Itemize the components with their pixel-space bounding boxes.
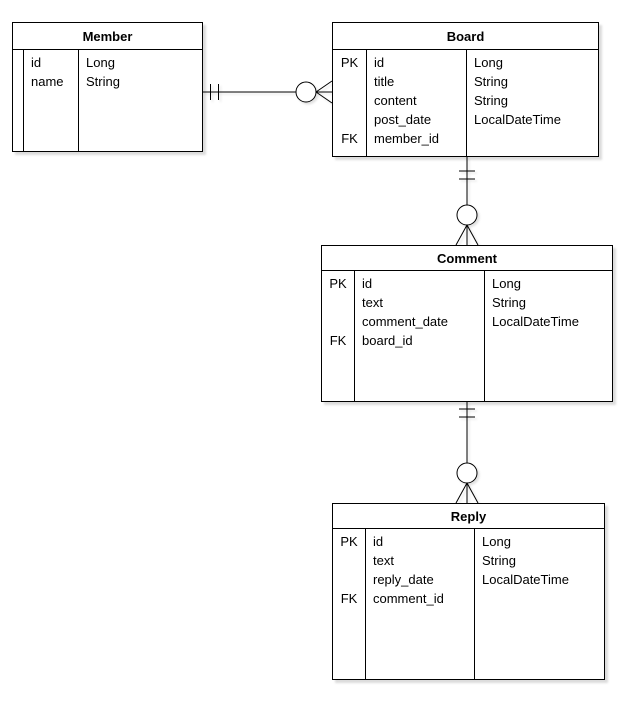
entity-board-title: Board [333, 23, 598, 50]
zero-circle-icon [295, 81, 317, 103]
entity-reply-body: PK FK id text reply_date comment_id Long… [333, 529, 604, 679]
type-column: Long String LocalDateTime [482, 534, 569, 587]
field-column: id name [24, 50, 79, 151]
key-column [13, 50, 24, 151]
field-column: id text reply_date comment_id [366, 529, 475, 679]
entity-member[interactable]: Member id name Long String [12, 22, 203, 152]
zero-circle-icon [456, 204, 478, 226]
entity-board[interactable]: Board PK FK id title content post_date m… [332, 22, 599, 157]
entity-comment-body: PK FK id text comment_date board_id Long… [322, 271, 612, 401]
edge-member-board[interactable] [203, 80, 333, 104]
field-column: id text comment_date board_id [355, 271, 485, 401]
entity-board-body: PK FK id title content post_date member_… [333, 50, 598, 156]
crow-foot-icon [455, 224, 479, 246]
edge-comment-reply[interactable] [455, 402, 479, 504]
entity-reply[interactable]: Reply PK FK id text reply_date comment_i… [332, 503, 605, 680]
entity-member-body: id name Long String [13, 50, 202, 151]
entity-comment[interactable]: Comment PK FK id text comment_date board… [321, 245, 613, 402]
entity-member-title: Member [13, 23, 202, 50]
entity-reply-title: Reply [333, 504, 604, 529]
key-column: PK FK [333, 529, 366, 679]
type-column: Long String LocalDateTime [492, 276, 579, 329]
key-column: PK FK [333, 50, 367, 156]
key-column: PK FK [322, 271, 355, 401]
crow-foot-icon [315, 80, 333, 104]
type-column: Long String String LocalDateTime [474, 55, 561, 127]
type-column: Long String [86, 55, 120, 89]
field-column: id title content post_date member_id [367, 50, 467, 156]
entity-comment-title: Comment [322, 246, 612, 271]
edge-board-comment[interactable] [455, 157, 479, 246]
zero-circle-icon [456, 462, 478, 484]
crow-foot-icon [455, 482, 479, 504]
